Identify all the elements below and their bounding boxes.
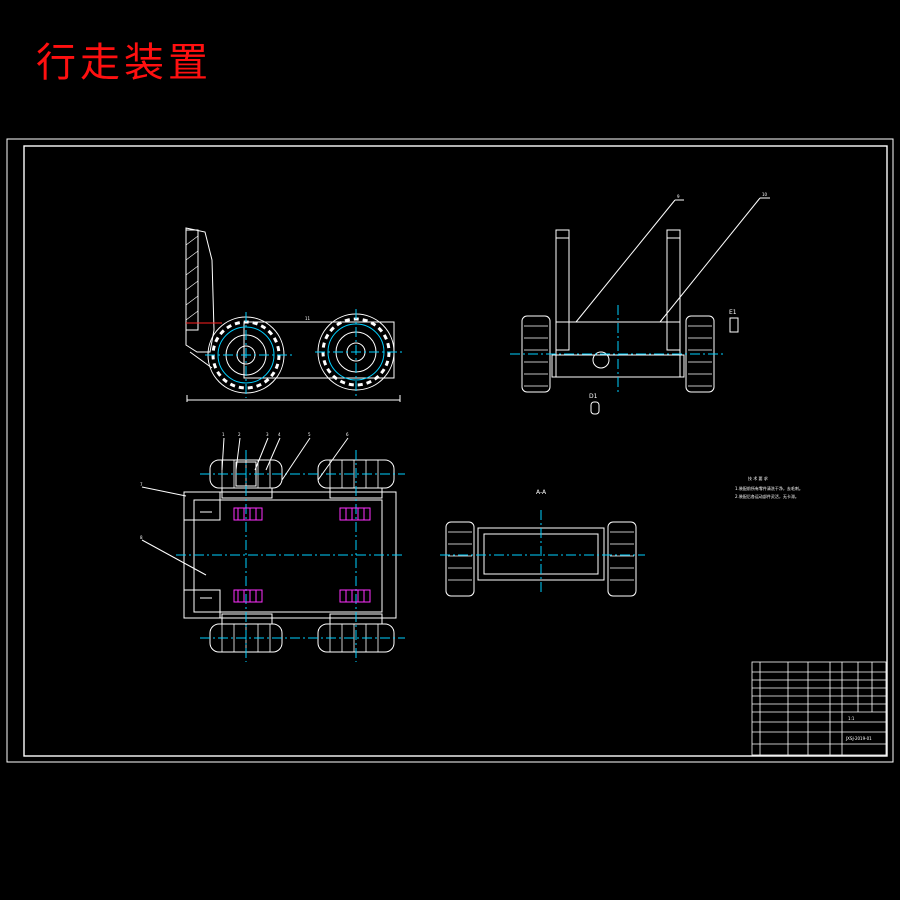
bracket-hatch (185, 229, 199, 331)
balloon-1: 1 (222, 432, 225, 437)
section-label: A-A (536, 489, 547, 496)
post-left (555, 229, 570, 351)
title-block-drawing-number: JXSJ-2019-01 (845, 736, 872, 741)
view-label-bottom: D1 (589, 393, 598, 400)
body-frame (243, 321, 395, 379)
title-block (751, 661, 887, 756)
tech-req-item-2: 2.装配后各运动部件灵活，无卡滞。 (735, 493, 799, 499)
top-view (141, 437, 405, 662)
balloon-6: 6 (346, 432, 349, 437)
balloon-5: 5 (308, 432, 311, 437)
motor-parts (233, 507, 371, 603)
balloon-4: 4 (278, 432, 281, 437)
balloon-10: 10 (762, 192, 768, 197)
drawing-title: 行走装置 (36, 40, 212, 86)
balloon-11: 11 (305, 316, 311, 321)
side-view (510, 197, 770, 415)
section-view (440, 510, 645, 597)
outer-frame (6, 138, 894, 763)
balloon-7: 7 (140, 482, 143, 487)
section-wheel-left (445, 521, 475, 597)
balloon-9: 9 (677, 194, 680, 199)
section-wheel-right (607, 521, 637, 597)
front-view (185, 227, 405, 402)
title-block-scale: 1:1 (848, 716, 855, 721)
inner-frame (23, 145, 888, 757)
tech-req-item-1: 1.装配前所有零件清洗干净，去毛刺。 (735, 485, 803, 491)
view-label-top: E1 (729, 309, 737, 316)
side-hole (592, 351, 610, 369)
balloon-2: 2 (238, 432, 241, 437)
handle-bracket (185, 227, 215, 353)
balloon-8: 8 (140, 535, 143, 540)
post-right (666, 229, 681, 351)
tech-req-heading: 技 术 要 求 (748, 475, 768, 481)
balloon-3: 3 (266, 432, 269, 437)
